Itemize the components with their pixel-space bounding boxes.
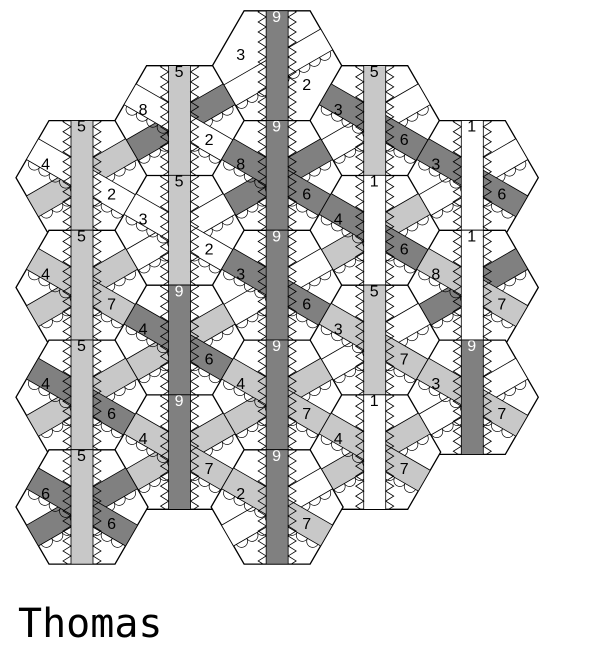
left-number: 4 xyxy=(41,157,50,174)
left-number: 3 xyxy=(334,321,343,338)
vertical-number: 9 xyxy=(467,338,476,355)
vertical-number: 9 xyxy=(272,228,281,245)
left-number: 4 xyxy=(139,431,148,448)
right-number: 7 xyxy=(497,406,506,423)
right-number: 7 xyxy=(107,296,116,313)
vertical-number: 5 xyxy=(370,64,379,81)
left-number: 4 xyxy=(41,376,50,393)
left-number: 8 xyxy=(236,157,245,174)
vertical-number: 9 xyxy=(175,283,184,300)
left-number: 3 xyxy=(236,47,245,64)
left-number: 4 xyxy=(41,266,50,283)
right-number: 2 xyxy=(205,242,214,259)
right-number: 7 xyxy=(302,406,311,423)
vertical-number: 9 xyxy=(175,393,184,410)
vertical-number: 9 xyxy=(272,9,281,26)
vertical-number: 5 xyxy=(175,174,184,191)
right-number: 2 xyxy=(302,77,311,94)
left-number: 6 xyxy=(41,486,50,503)
right-number: 6 xyxy=(497,187,506,204)
right-number: 6 xyxy=(400,242,409,259)
vertical-number: 9 xyxy=(272,119,281,136)
right-number: 7 xyxy=(400,351,409,368)
right-number: 7 xyxy=(400,461,409,478)
vertical-number: 1 xyxy=(370,393,379,410)
right-number: 6 xyxy=(400,132,409,149)
left-number: 8 xyxy=(431,266,440,283)
left-number: 3 xyxy=(236,266,245,283)
left-number: 3 xyxy=(139,212,148,229)
right-number: 7 xyxy=(205,461,214,478)
vertical-number: 5 xyxy=(77,119,86,136)
vertical-number: 1 xyxy=(370,174,379,191)
right-number: 7 xyxy=(497,296,506,313)
vertical-number: 5 xyxy=(77,228,86,245)
vertical-number: 1 xyxy=(467,119,476,136)
vertical-number: 5 xyxy=(370,283,379,300)
vertical-number: 9 xyxy=(272,338,281,355)
right-number: 7 xyxy=(302,516,311,533)
left-number: 3 xyxy=(334,102,343,119)
right-number: 6 xyxy=(205,351,214,368)
right-number: 2 xyxy=(205,132,214,149)
left-number: 4 xyxy=(236,376,245,393)
right-number: 6 xyxy=(302,187,311,204)
left-number: 4 xyxy=(334,431,343,448)
vertical-number: 1 xyxy=(467,228,476,245)
left-number: 4 xyxy=(334,212,343,229)
right-number: 6 xyxy=(107,516,116,533)
vertical-number: 5 xyxy=(175,64,184,81)
right-number: 2 xyxy=(107,187,116,204)
left-number: 2 xyxy=(236,486,245,503)
left-number: 3 xyxy=(431,376,440,393)
left-number: 4 xyxy=(139,321,148,338)
vertical-number: 5 xyxy=(77,448,86,465)
right-number: 6 xyxy=(107,406,116,423)
vertical-number: 5 xyxy=(77,338,86,355)
vertical-number: 9 xyxy=(272,448,281,465)
left-number: 3 xyxy=(431,157,440,174)
artist-signature: Thomas xyxy=(18,602,163,646)
left-number: 8 xyxy=(139,102,148,119)
right-number: 6 xyxy=(302,296,311,313)
